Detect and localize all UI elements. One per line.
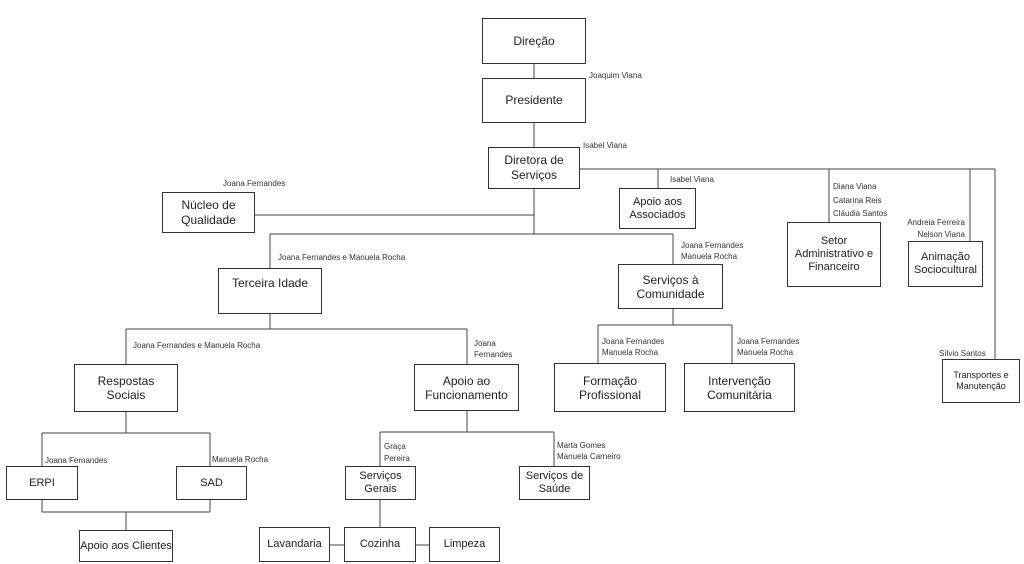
assignee-presidente: Joaquim Viana <box>589 71 642 80</box>
node-label: Formação Profissional <box>578 373 642 402</box>
node-diretora-de-servicos: Diretora de Serviços <box>488 147 580 189</box>
node-label: Respostas Sociais <box>97 374 155 402</box>
node-label: Cozinha <box>359 538 401 550</box>
node-apoio-aos-clientes: Apoio aos Clientes <box>79 530 173 562</box>
assignee-animacao: Andreia Ferreira Nelson Viana <box>907 218 965 239</box>
assignee-erpi: Joana Fernandes <box>45 456 108 465</box>
node-label: Limpeza <box>443 538 486 550</box>
node-respostas-sociais: Respostas Sociais <box>74 364 178 412</box>
node-servicos-gerais: Serviços Gerais <box>345 466 416 500</box>
node-label: Terceira Idade <box>231 276 309 290</box>
node-setor-administrativo: Setor Administrativo e Financeiro <box>787 222 881 287</box>
node-limpeza: Limpeza <box>429 527 500 562</box>
node-apoio-aos-associados: Apoio aos Associados <box>619 188 696 229</box>
assignee-terceira-idade: Joana Fernandes e Manuela Rocha <box>278 253 406 262</box>
assignee-servicos-saude: Marta Gomes Manuela Carneiro <box>557 441 621 461</box>
node-apoio-ao-funcionamento: Apoio ao Funcionamento <box>414 364 519 411</box>
node-label: Serviços Gerais <box>359 470 402 495</box>
node-label: Intervenção Comunitária <box>707 373 772 402</box>
node-label: Apoio aos Clientes <box>80 539 172 552</box>
assignee-intervencao: Joana Fernandes Manuela Rocha <box>737 337 800 357</box>
node-label: ERPI <box>29 476 55 489</box>
node-label: Diretora de Serviços <box>504 153 564 182</box>
node-servicos-de-saude: Serviços de Saúde <box>519 466 590 500</box>
node-intervencao-comunitaria: Intervenção Comunitária <box>684 363 795 412</box>
node-sad: SAD <box>176 466 247 500</box>
node-presidente: Presidente <box>482 78 586 123</box>
assignee-respostas-sociais: Joana Fernandes e Manuela Rocha <box>133 341 261 350</box>
node-formacao-profissional: Formação Profissional <box>554 363 666 412</box>
assignee-comunidade: Joana Fernandes Manuela Rocha <box>681 241 744 261</box>
assignee-servicos-gerais: Graça Pereira <box>384 442 410 463</box>
assignee-nucleo: Joana Fernandes <box>223 179 286 188</box>
assignee-diretora: Isabel Viana <box>583 141 627 150</box>
assignee-sad: Manuela Rocha <box>212 455 269 464</box>
node-label: Animação Sociocultural <box>914 251 977 276</box>
node-label: Apoio ao Funcionamento <box>425 373 508 402</box>
assignee-funcionamento: Joana Fernandes <box>474 339 513 359</box>
node-label: Serviços de Saúde <box>525 470 584 495</box>
node-transportes-manutencao: Transportes e Manutenção <box>942 359 1020 403</box>
node-label: Serviços à Comunidade <box>636 272 705 301</box>
node-direcao: Direção <box>482 18 586 64</box>
node-terceira-idade: Terceira Idade <box>218 268 322 314</box>
assignee-transportes: Sílvio Santos <box>939 349 986 358</box>
node-lavandaria: Lavandaria <box>259 527 330 562</box>
node-label: Setor Administrativo e Financeiro <box>794 235 874 273</box>
node-servicos-comunidade: Serviços à Comunidade <box>618 264 723 309</box>
node-cozinha: Cozinha <box>344 527 416 562</box>
node-label: Lavandaria <box>267 538 322 550</box>
node-label: SAD <box>200 476 223 489</box>
node-nucleo-de-qualidade: Núcleo de Qualidade <box>162 192 255 233</box>
node-animacao-sociocultural: Animação Sociocultural <box>908 241 983 287</box>
node-label: Núcleo de Qualidade <box>181 197 236 227</box>
node-label: Apoio aos Associados <box>629 195 686 221</box>
assignee-setor: Diana Viana Catarina Reis Cláudia Santos <box>833 182 888 218</box>
node-label: Direção <box>513 33 555 48</box>
node-label: Presidente <box>505 93 563 107</box>
assignee-formacao: Joana Fernandes Manuela Rocha <box>602 337 665 357</box>
node-erpi: ERPI <box>6 466 78 500</box>
node-label: Transportes e Manutenção <box>953 370 1009 391</box>
assignee-associados: Isabel Viana <box>670 175 714 184</box>
